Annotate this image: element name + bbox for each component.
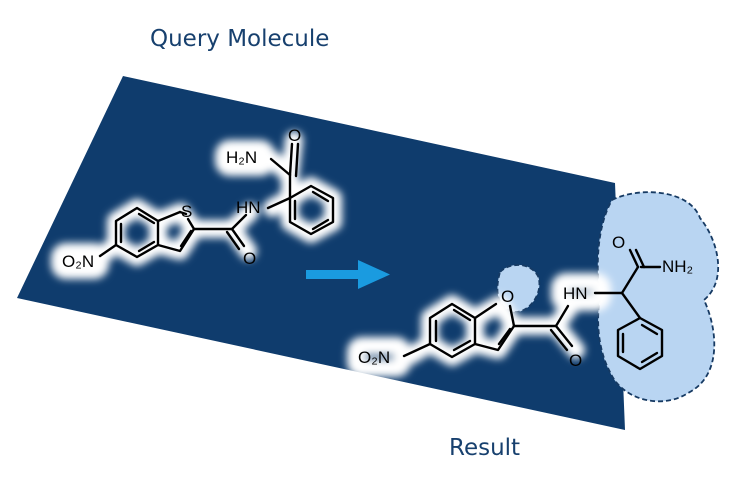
result-amide-oxygen-label: O bbox=[612, 233, 625, 252]
query-title: Query Molecule bbox=[150, 26, 330, 52]
query-molecule: H₂N O S HN O O₂N bbox=[51, 126, 342, 279]
result-title: Result bbox=[449, 435, 521, 461]
query-amide-nh2-label: H₂N bbox=[226, 148, 257, 167]
result-nitro-label: O₂N bbox=[358, 348, 390, 367]
result-amide-nh2-label: NH₂ bbox=[662, 257, 693, 276]
query-amide-oxygen-label: O bbox=[288, 126, 301, 145]
query-hn-label: HN bbox=[236, 198, 261, 217]
query-carbonyl-oxygen-label: O bbox=[243, 249, 256, 268]
result-oxygen-label: O bbox=[501, 287, 514, 306]
result-molecule: O HN O O₂N O NH₂ bbox=[347, 191, 719, 403]
arrow-right-icon bbox=[306, 260, 390, 289]
result-carbonyl-oxygen-label: O bbox=[569, 351, 582, 370]
query-nitro-label: O₂N bbox=[62, 252, 94, 271]
highlight-amide-phenyl-region bbox=[596, 191, 719, 403]
query-sulfur-label: S bbox=[181, 202, 192, 221]
result-hn-label: HN bbox=[563, 284, 588, 303]
